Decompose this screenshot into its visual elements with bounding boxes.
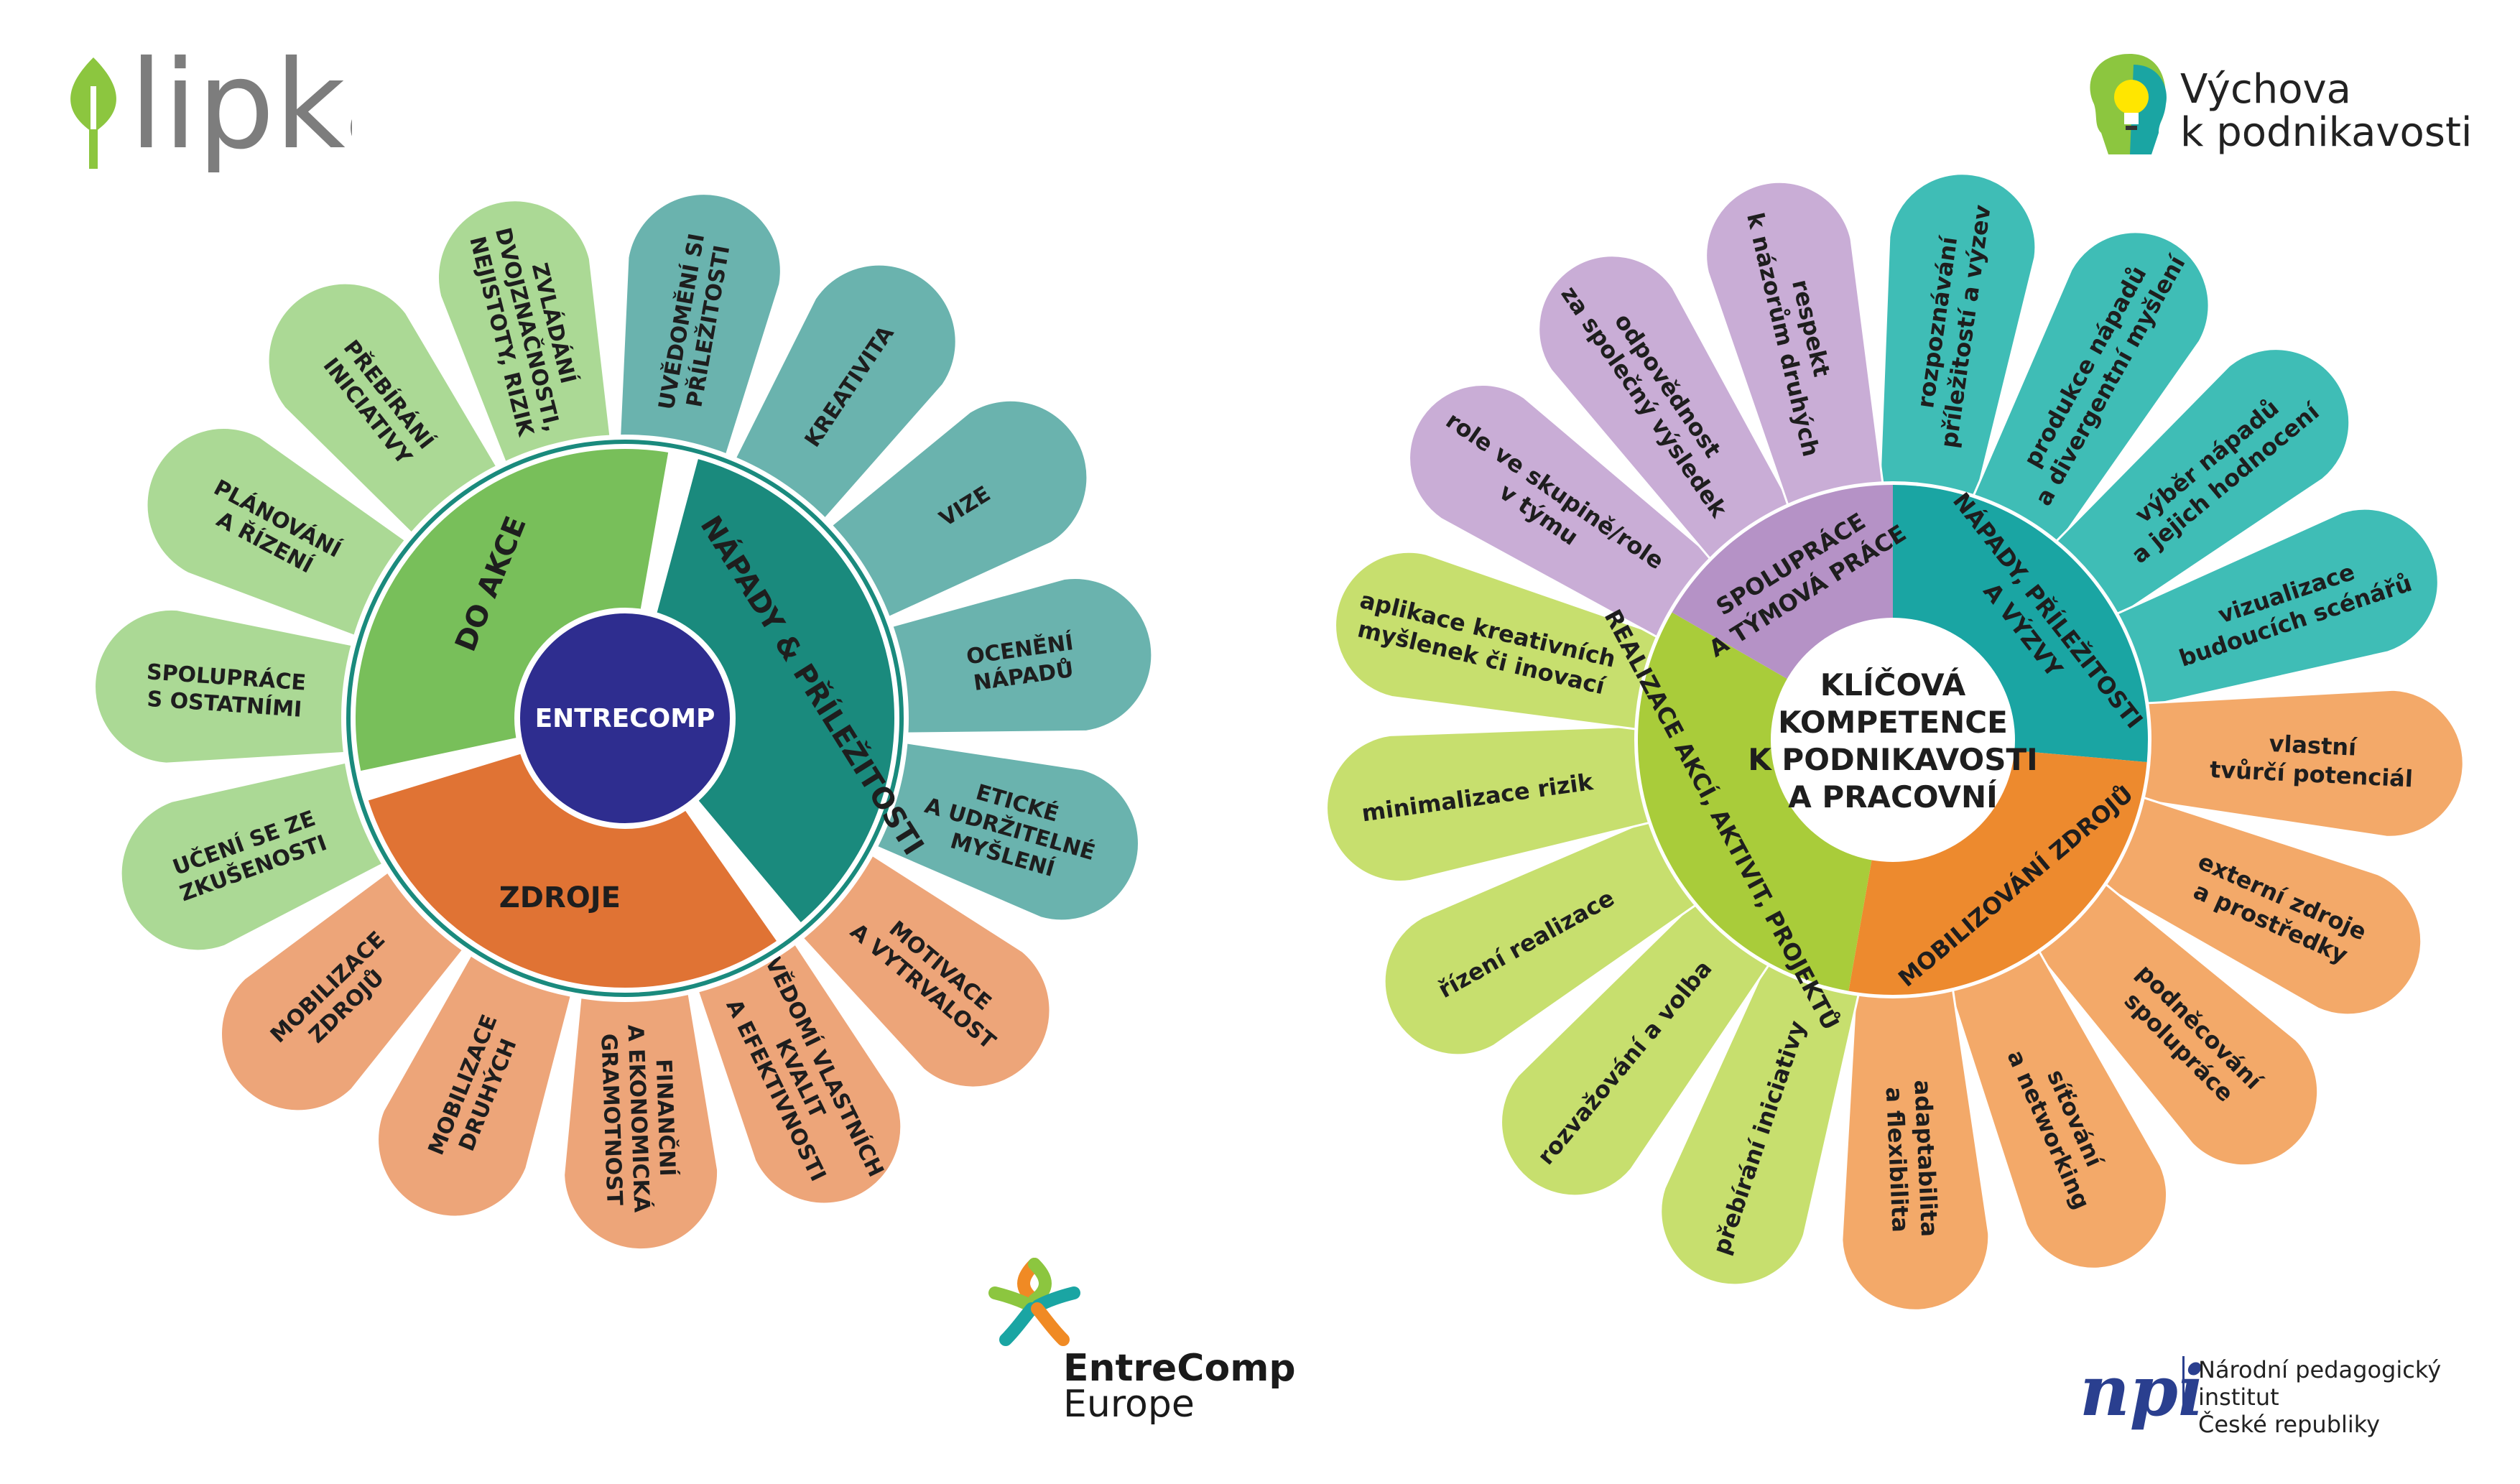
lipka-logo: lipka [70,43,352,172]
entrecomp-logo-line2: Europe [1063,1383,1195,1426]
petal-shape [1840,909,1991,1312]
area-label: ZDROJE [499,881,621,914]
petal-shape [1876,172,2037,576]
petal-shape [1659,889,1878,1286]
petal-shape [1334,550,1736,741]
core-label-line: K PODNIKAVOSTI [1748,742,2038,777]
core-label-line: A PRACOVNÍ [1788,779,1997,815]
petal-minimalizace-rizik: minimalizace rizik [1325,722,1729,883]
petal-label-line: a flexibilita [1881,1086,1914,1233]
core-label-line: KOMPETENCE [1778,705,2008,740]
core-label: ENTRECOMP [535,704,715,733]
area-segment-napady-prilezitosti-a-vyzvy [1893,485,2149,762]
npi-logo-mark: npi [2080,1350,2205,1432]
core-circle [514,608,736,829]
vychova-logo-icon [2090,54,2167,154]
npi-line2: České republiky [2198,1411,2381,1438]
core-label-line: KLÍČOVÁ [1820,667,1966,702]
entrecomp-europe-logo-text: EntreComp Europe [1063,1347,1296,1426]
petal-shape [2062,688,2465,838]
npi-logo-divider [2182,1356,2185,1412]
ring-outline [346,440,904,997]
petal-shape [1325,722,1729,883]
petal-shape [2042,507,2440,725]
petal-shape [1705,180,1894,583]
npi-logo-text: Národní pedagogický institut České repub… [2198,1356,2520,1438]
area-segment-realizace-akci-aktivit-projektu [1638,612,1873,991]
petal-label-line: GRAMOTNOST [596,1033,626,1206]
npi-line1: Národní pedagogický institut [2198,1356,2442,1411]
core-circle [1771,618,2015,862]
vychova-line2: k podnikavosti [2180,109,2473,156]
vychova-logo-text: Výchova k podnikavosti [2180,68,2473,154]
entrecomp-europe-logo-icon [988,1258,1080,1346]
vychova-line1: Výchova [2180,66,2351,113]
area-segment-mobilizovani-zdroju [1848,749,2147,995]
entrecomp-logo-line1: EntreComp [1063,1347,1296,1390]
petal-label-line: FINANČNÍ [651,1059,682,1177]
lipka-wordmark: lipka [129,43,352,172]
petal-prebirani-iniciativy: přebírání iniciativy [1659,889,1878,1286]
petal-label-line: vlastní [2269,730,2358,761]
